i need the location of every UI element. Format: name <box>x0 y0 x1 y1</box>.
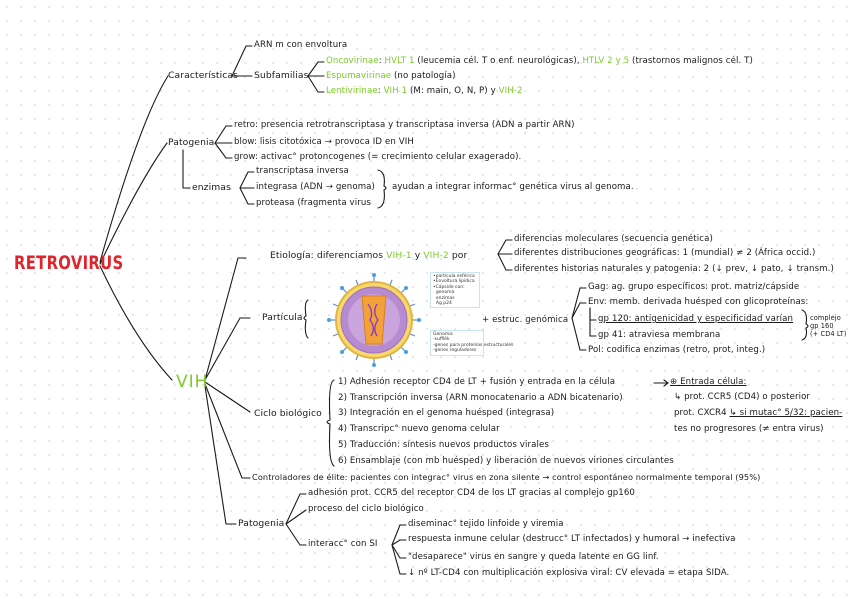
text-grow: grow: activac° protoncogenes (= crecimie… <box>234 152 522 162</box>
text-estruc-genomica: + estruc. genómica <box>482 315 569 325</box>
text-entrada-title: ⊕ Entrada célula: <box>670 377 747 387</box>
text-ciclo-6: 6) Ensamblaje (con mb huésped) y liberac… <box>338 456 674 466</box>
virion-rna <box>367 303 374 337</box>
text-gp120: gp 120: antigenicidad y especificidad va… <box>598 314 793 324</box>
virion-rna-2 <box>374 303 379 337</box>
label-patogenia-vih: Patogenia <box>238 518 285 529</box>
virion-graphic <box>327 273 421 367</box>
text-pol: Pol: codifica enzimas (retro, prot, inte… <box>588 345 766 355</box>
text-ciclo-3: 3) Integración en el genoma huésped (int… <box>338 408 555 418</box>
text-entrada-3: tes no progresores (≠ entra virus) <box>674 424 824 434</box>
text-interacc-4: ↓ nº LT-CD4 con multiplicación explosiva… <box>408 568 730 578</box>
text-interacc-1: diseminac° tejido linfoide y viremia <box>408 519 564 529</box>
label-interacc-si: interacc° con SI <box>308 539 378 549</box>
subfamily-espumavirinae: Espumavirinae (no patología) <box>326 71 456 81</box>
text-entrada-1: ↳ prot. CCR5 (CD4) o posterior <box>674 392 811 402</box>
hiv-particle-illustration: •partícula esférica •Envoltura lipídica … <box>314 272 513 368</box>
text-ciclo-1: 1) Adhesión receptor CD4 de LT + fusión … <box>338 377 616 387</box>
title-retrovirus: RETROVIRUS <box>14 252 124 274</box>
text-diferencia-1: diferencias moleculares (secuencia genét… <box>514 234 713 244</box>
virion-capsid <box>361 295 387 345</box>
virus-box-particula: •partícula esférica •Envoltura lipídica … <box>430 272 480 309</box>
text-patogenia-1: adhesión prot. CCR5 del receptor CD4 de … <box>308 488 636 498</box>
subfamily-lentivirinae: Lentivirinae: VIH 1 (M: main, O, N, P) y… <box>326 86 523 96</box>
label-enzimas: enzimas <box>192 182 231 193</box>
text-complejo: complejo gp 160 (+ CD4 LT) <box>810 314 847 338</box>
virion-spike-heads <box>327 273 421 367</box>
branch-caracteristicas <box>99 75 169 263</box>
text-arn: ARN m con envoltura <box>254 40 348 50</box>
text-ciclo-2: 2) Transcripción inversa (ARN monocatena… <box>338 393 623 403</box>
label-patogenia: Patogenia <box>168 137 215 148</box>
virus-box-genoma: Genoma: -sufflék -genes para proteínas e… <box>430 330 513 356</box>
text-enzima-1: transcriptasa inversa <box>256 166 349 176</box>
label-ciclo-biologico: Ciclo biológico <box>254 408 322 419</box>
text-blow: blow: lisis citotóxica → provoca ID en V… <box>234 137 414 147</box>
label-vih: VIH <box>176 372 209 392</box>
subfamily-oncovirinae: Oncovirinae: HVLT 1 (leucemia cél. T o e… <box>326 56 753 66</box>
label-subfamilias: Subfamilias <box>254 70 309 81</box>
text-ciclo-4: 4) Transcripc° nuevo genoma celular <box>338 424 500 434</box>
text-enzima-2: integrasa (ADN → genoma) <box>256 182 375 192</box>
text-interacc-3: "desaparece" virus en sangre y queda lat… <box>408 552 659 562</box>
text-env: Env: memb. derivada huésped con glicopro… <box>588 297 809 307</box>
text-gag: Gag: ag. grupo específicos: prot. matriz… <box>588 282 800 292</box>
branch-vih <box>99 265 173 381</box>
label-caracteristicas: Características <box>168 70 238 81</box>
text-controladores: Controladores de élite: pacientes con in… <box>252 472 761 482</box>
text-enzima-3: proteasa (fragmenta virus <box>256 198 371 208</box>
branch-patogenia <box>99 142 168 265</box>
text-patogenia-2: proceso del ciclo biológico <box>308 504 424 514</box>
text-retro: retro: presencia retrotranscriptasa y tr… <box>234 120 575 130</box>
text-entrada-2: prot. CXCR4 ↳ si mutac° 5/32: pacien- <box>674 408 843 418</box>
text-enzimas-result: ayudan a integrar informac° genética vir… <box>392 182 634 192</box>
text-gp41: gp 41: atraviesa membrana <box>598 330 721 340</box>
text-diferencia-2: diferentes distribuciones geográficas: 1… <box>514 248 816 258</box>
text-interacc-2: respuesta inmune celular (destrucc° LT i… <box>408 534 736 544</box>
text-ciclo-5: 5) Traducción: síntesis nuevos productos… <box>338 440 549 450</box>
label-particula: Partícula <box>262 312 303 323</box>
text-diferencia-3: diferentes historias naturales y patogen… <box>514 264 834 274</box>
text-etiologia: Etiología: diferenciamos VIH-1 y VIH-2 p… <box>270 250 468 261</box>
